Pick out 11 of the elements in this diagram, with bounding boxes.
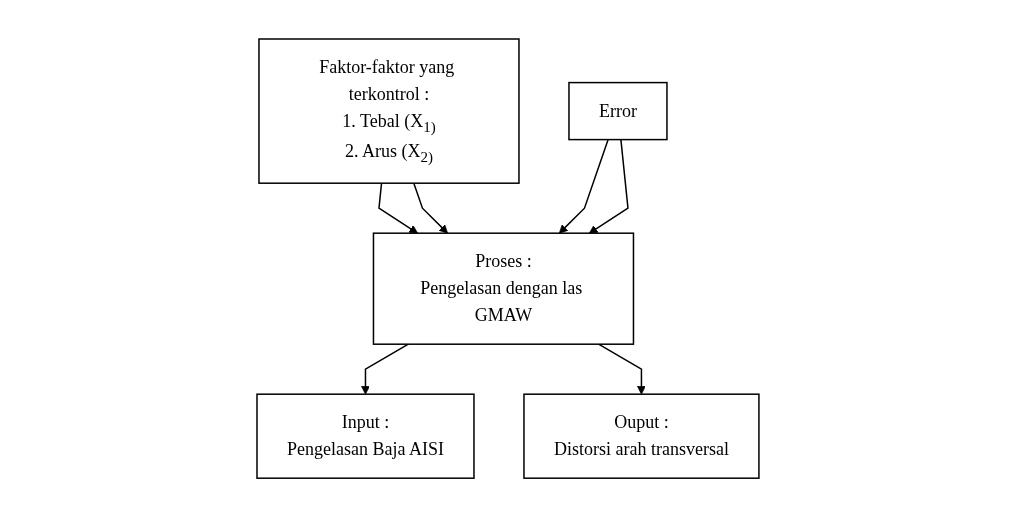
arrow [378, 182, 419, 234]
arrow [361, 343, 410, 395]
arrow [597, 343, 646, 395]
node-box: Proses : Pengelasan dengan las GMAW [372, 232, 635, 345]
node-box: Error [568, 81, 668, 141]
arrow [413, 182, 449, 234]
node-box: Input : Pengelasan Baja AISI [256, 393, 475, 479]
node-box: Faktor-faktor yang terkontrol : 1. Tebal (X$_{1)}$ 2. Arus (X$_{2)}$ [258, 38, 520, 184]
arrow [558, 138, 609, 234]
arrow [588, 138, 629, 234]
node-box: Ouput : Distorsi arah transversal [523, 393, 760, 479]
